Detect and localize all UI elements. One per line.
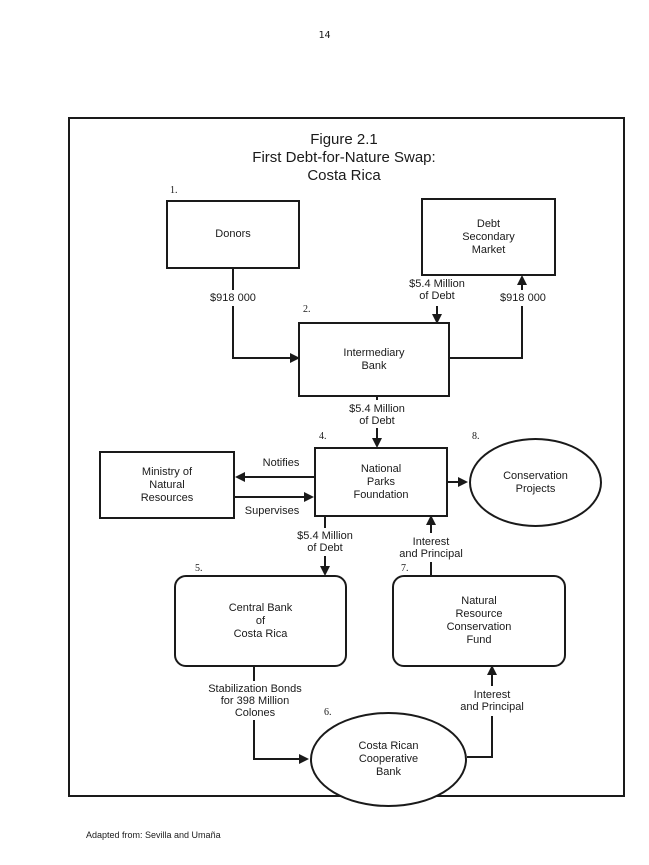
cooperative-bank-label: Costa Rican Cooperative Bank [358,740,419,778]
conservation-fund-box: Natural Resource Conservation Fund [392,575,566,667]
page-number: 14 [318,30,331,41]
flow-label-market-to-bank: $5.4 Million of Debt [409,278,465,302]
flow-label-bank-to-market: $918 000 [500,292,546,304]
flow-label-central-to-coop: Stabilization Bonds for 398 Million Colo… [208,683,302,719]
intermediary-bank-label: Intermediary Bank [343,346,405,372]
node-number-bank: 2. [303,304,311,315]
conservation-projects-ellipse: Conservation Projects [469,438,602,527]
figure-number: Figure 2.1 [310,131,378,148]
debt-secondary-market-box: Debt Secondary Market [421,198,556,276]
intermediary-bank-box: Intermediary Bank [298,322,450,397]
flow-label-fund-to-foundation: Interest and Principal [399,536,463,560]
ministry-label: Ministry of Natural Resources [140,465,194,504]
conservation-projects-label: Conservation Projects [503,469,568,495]
node-number-fund: 7. [401,563,409,574]
node-number-donors: 1. [170,185,178,196]
source-caption: Adapted from: Sevilla and Umaña [86,830,221,840]
national-parks-foundation-box: National Parks Foundation [314,447,448,517]
donors-box: Donors [166,200,300,269]
central-bank-box: Central Bank of Costa Rica [174,575,347,667]
central-bank-label: Central Bank of Costa Rica [228,601,293,640]
node-number-foundation: 4. [319,431,327,442]
arrow-coop-to-fund [467,667,492,758]
arrow-donors-to-bank [232,268,298,358]
node-number-conservation: 8. [472,431,480,442]
ministry-box: Ministry of Natural Resources [99,451,235,519]
donors-label: Donors [215,228,251,240]
arrow-central-to-coop [253,667,307,759]
debt-secondary-market-label: Debt Secondary Market [462,217,515,256]
flow-label-donors-to-bank: $918 000 [210,292,256,304]
conservation-fund-label: Natural Resource Conservation Fund [446,595,512,646]
node-number-coop: 6. [324,707,332,718]
node-number-central: 5. [195,563,203,574]
figure-subtitle: Costa Rica [307,167,381,184]
arrow-bank-to-market [450,277,522,359]
national-parks-foundation-label: National Parks Foundation [353,462,409,501]
flow-label-foundation-to-central: $5.4 Million of Debt [297,530,353,554]
flow-label-bank-to-foundation: $5.4 Million of Debt [349,403,405,427]
flow-label-notifies: Notifies [262,457,300,469]
flow-label-supervises: Supervises [244,505,300,517]
figure-title: First Debt-for-Nature Swap: [252,149,436,166]
flow-label-coop-to-fund: Interest and Principal [460,689,524,713]
cooperative-bank-ellipse: Costa Rican Cooperative Bank [310,712,467,807]
